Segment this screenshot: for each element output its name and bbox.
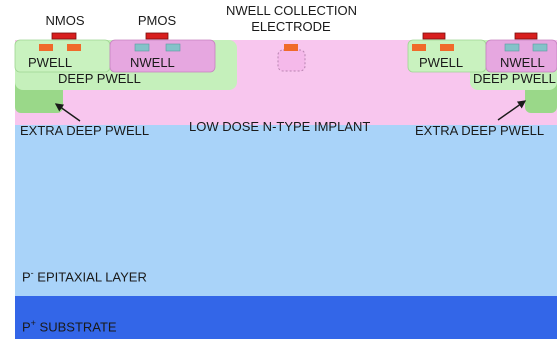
pwell-right-label: PWELL (419, 55, 464, 70)
pmos-gate (145, 32, 169, 40)
extra-deep-pwell-right-label: EXTRA DEEP PWELL (415, 123, 545, 138)
pmos-p-diffusion (532, 43, 548, 52)
nmos-n-diffusion (412, 44, 426, 51)
arrow-left-extra-deep (54, 103, 81, 122)
epi-text: EPITAXIAL LAYER (33, 269, 147, 285)
low-dose-implant-label: LOW DOSE N-TYPE IMPLANT (189, 119, 371, 134)
extra-deep-pwell-left-label: EXTRA DEEP PWELL (20, 123, 150, 138)
nmos-n-diffusion (39, 44, 53, 51)
pmos-label: PMOS (137, 13, 177, 28)
deep-pwell-right-label: DEEP PWELL (473, 71, 556, 86)
deep-pwell-left-label: DEEP PWELL (58, 71, 141, 86)
sub-text: SUBSTRATE (35, 319, 117, 335)
sub-sup: + (30, 318, 36, 328)
p-plus-substrate (15, 296, 557, 339)
nmos-label: NMOS (45, 13, 85, 28)
epi-base: P (22, 269, 31, 285)
p-minus-epitaxial-layer (15, 125, 557, 296)
collection-electrode-contact (284, 44, 298, 51)
collection-electrode-well (277, 49, 306, 72)
pmos-p-diffusion (134, 43, 150, 52)
nmos-n-diffusion (67, 44, 81, 51)
nwell-right-label: NWELL (500, 55, 545, 70)
arrow-right-extra-deep (497, 100, 527, 121)
nmos-n-diffusion (440, 44, 454, 51)
substrate-label: P+ SUBSTRATE (22, 318, 117, 335)
nmos-gate (422, 32, 446, 40)
pmos-p-diffusion (504, 43, 520, 52)
pmos-gate (514, 32, 538, 40)
collection-electrode-label-line1: NWELL COLLECTION (226, 3, 357, 18)
nwell-left-label: NWELL (130, 55, 175, 70)
collection-electrode-label-line2: ELECTRODE (251, 19, 331, 34)
nmos-gate (51, 32, 77, 40)
epitaxial-layer-label: P- EPITAXIAL LAYER (22, 268, 147, 285)
pwell-left-label: PWELL (28, 55, 73, 70)
epi-sup: - (30, 268, 34, 278)
sub-base: P (22, 319, 31, 335)
pmos-p-diffusion (165, 43, 181, 52)
